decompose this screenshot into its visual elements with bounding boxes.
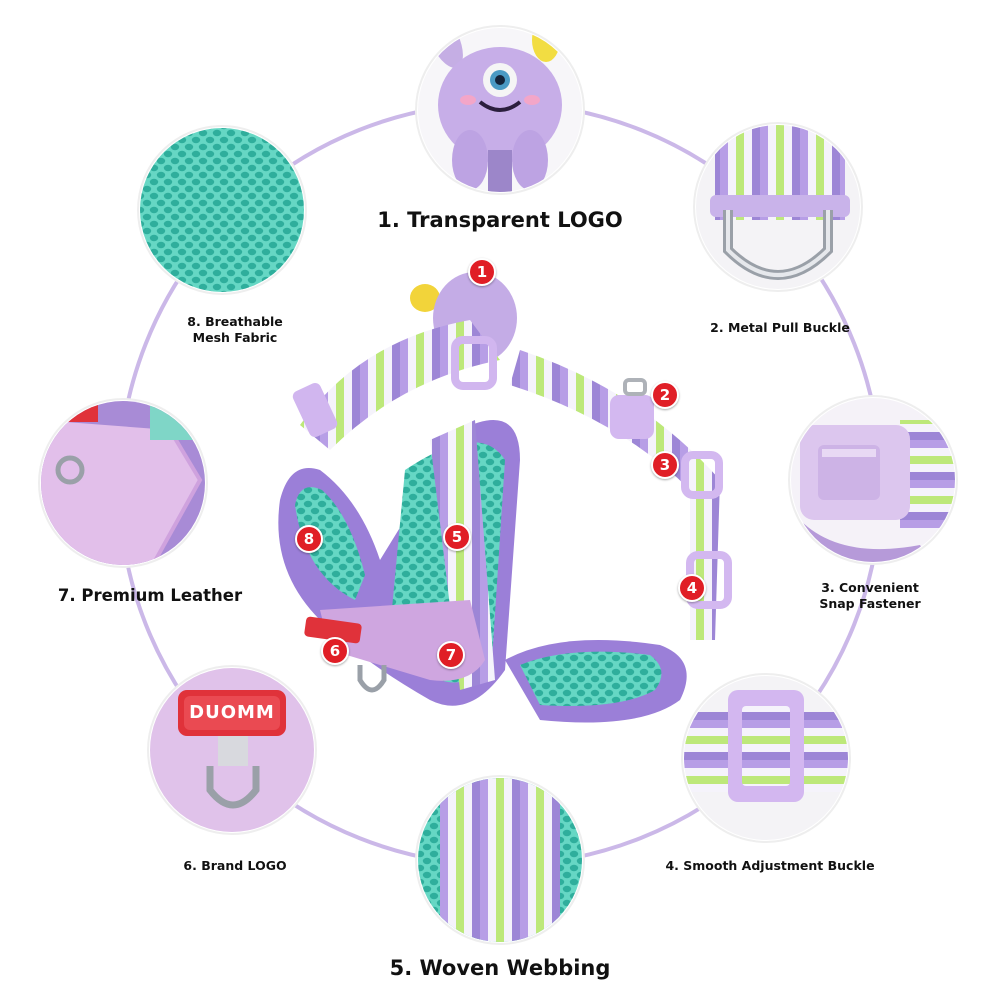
detail-photo-mesh-fabric: [137, 125, 307, 295]
detail-photo-brand-logo: [147, 665, 317, 835]
detail-photo-woven-webbing: [415, 775, 585, 945]
marker-3: 3: [651, 451, 679, 479]
feature-label-1: 1. Transparent LOGO: [377, 208, 623, 232]
marker-4: 4: [678, 574, 706, 602]
feature-label-6: 6. Brand LOGO: [183, 858, 287, 873]
feature-label-8-line-2: Mesh Fabric: [192, 330, 278, 345]
feature-label-8-line-1: 8. Breathable: [187, 314, 283, 329]
feature-label-2: 2. Metal Pull Buckle: [710, 320, 850, 335]
marker-5: 5: [443, 523, 471, 551]
harness-product-photo: [278, 272, 732, 723]
marker-6: 6: [321, 637, 349, 665]
feature-label-8: 8. Breathable Mesh Fabric: [160, 314, 310, 346]
marker-1: 1: [468, 258, 496, 286]
brand-tag-text: DUOMM: [189, 702, 275, 723]
marker-2: 2: [651, 381, 679, 409]
marker-8: 8: [295, 525, 323, 553]
detail-photo-metal-pull-buckle: [693, 122, 863, 292]
detail-photo-adjustment-buckle: [681, 673, 851, 843]
marker-7: 7: [437, 641, 465, 669]
feature-label-4: 4. Smooth Adjustment Buckle: [665, 858, 875, 873]
detail-photo-transparent-logo: [415, 25, 585, 195]
feature-label-3: 3. Convenient Snap Fastener: [795, 580, 945, 612]
detail-photo-premium-leather: [38, 398, 208, 568]
feature-label-5: 5. Woven Webbing: [389, 956, 611, 980]
feature-label-3-line-2: Snap Fastener: [819, 596, 921, 611]
feature-label-3-line-1: 3. Convenient: [821, 580, 919, 595]
feature-label-7: 7. Premium Leather: [57, 586, 243, 605]
detail-photo-snap-fastener: [788, 395, 958, 565]
